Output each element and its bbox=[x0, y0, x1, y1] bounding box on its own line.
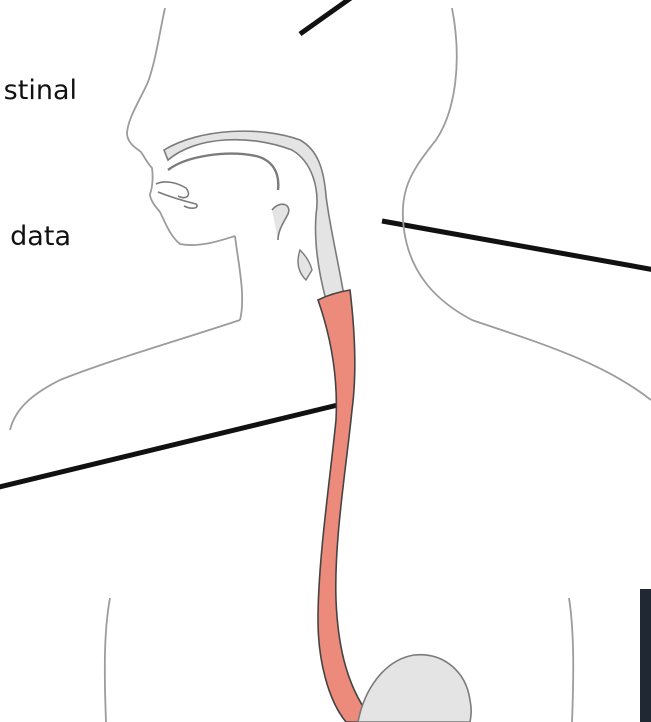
leader-line-right bbox=[382, 221, 651, 270]
dark-panel bbox=[640, 589, 651, 722]
trachea-outline bbox=[298, 250, 312, 280]
tongue-outline bbox=[168, 154, 278, 190]
label-intestinal: stinal bbox=[4, 76, 77, 106]
back-head-outline bbox=[403, 8, 651, 400]
larynx-outline bbox=[272, 204, 289, 240]
torso-left-outline bbox=[105, 598, 110, 722]
leader-line-left bbox=[0, 403, 346, 488]
leader-line-top bbox=[300, 0, 355, 34]
head-outline bbox=[127, 8, 235, 245]
lips-outline bbox=[156, 182, 197, 208]
stomach bbox=[358, 655, 471, 722]
label-data: data bbox=[10, 222, 71, 252]
neck-front-outline bbox=[235, 236, 242, 320]
esophagus bbox=[318, 290, 374, 722]
torso-right-outline bbox=[569, 598, 573, 722]
shoulder-left-outline bbox=[10, 320, 240, 430]
